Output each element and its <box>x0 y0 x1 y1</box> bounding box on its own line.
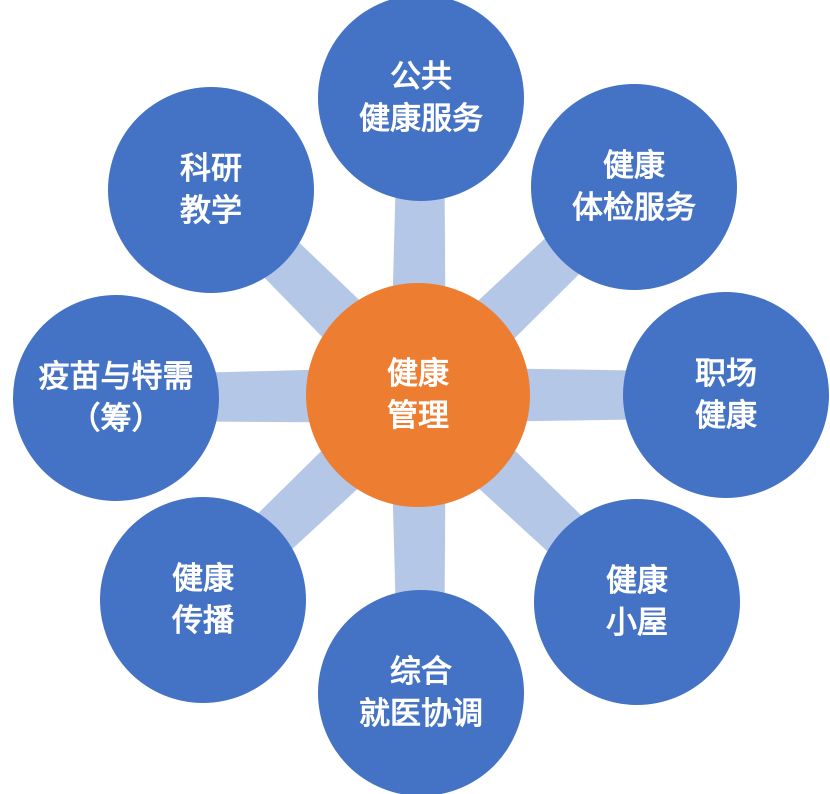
node-health-communication: 健康 传播 <box>100 497 306 703</box>
node-label: 就医协调 <box>359 696 483 731</box>
node-label: （筹） <box>69 401 163 436</box>
node-health-checkup-service: 健康 体检服务 <box>531 84 737 290</box>
node-label: 教学 <box>180 193 242 228</box>
node-medical-coordination: 综合 就医协调 <box>318 590 524 794</box>
node-label: 健康服务 <box>359 101 483 136</box>
node-public-health-service: 公共 健康服务 <box>318 0 524 201</box>
center-label: 健康 <box>387 356 449 391</box>
center-label: 管理 <box>387 398 449 433</box>
node-label: 传播 <box>172 603 234 638</box>
node-workplace-health: 职场 健康 <box>623 292 829 498</box>
node-label: 综合 <box>390 654 452 689</box>
node-label: 疫苗与特需 <box>38 359 194 394</box>
node-label: 体检服务 <box>572 190 696 225</box>
node-vaccine-special-needs: 疫苗与特需 （筹） <box>13 295 219 501</box>
node-label: 科研 <box>180 151 242 186</box>
node-label: 健康 <box>606 563 668 598</box>
node-label: 健康 <box>172 561 234 596</box>
node-label: 健康 <box>603 148 665 183</box>
center-node-health-management: 健康 管理 <box>306 283 530 507</box>
node-label: 小屋 <box>606 605 668 640</box>
node-research-teaching: 科研 教学 <box>108 87 314 293</box>
node-label: 职场 <box>695 356 757 391</box>
node-label: 健康 <box>695 398 757 433</box>
node-health-cabin: 健康 小屋 <box>534 499 740 705</box>
node-label: 公共 <box>390 59 452 94</box>
